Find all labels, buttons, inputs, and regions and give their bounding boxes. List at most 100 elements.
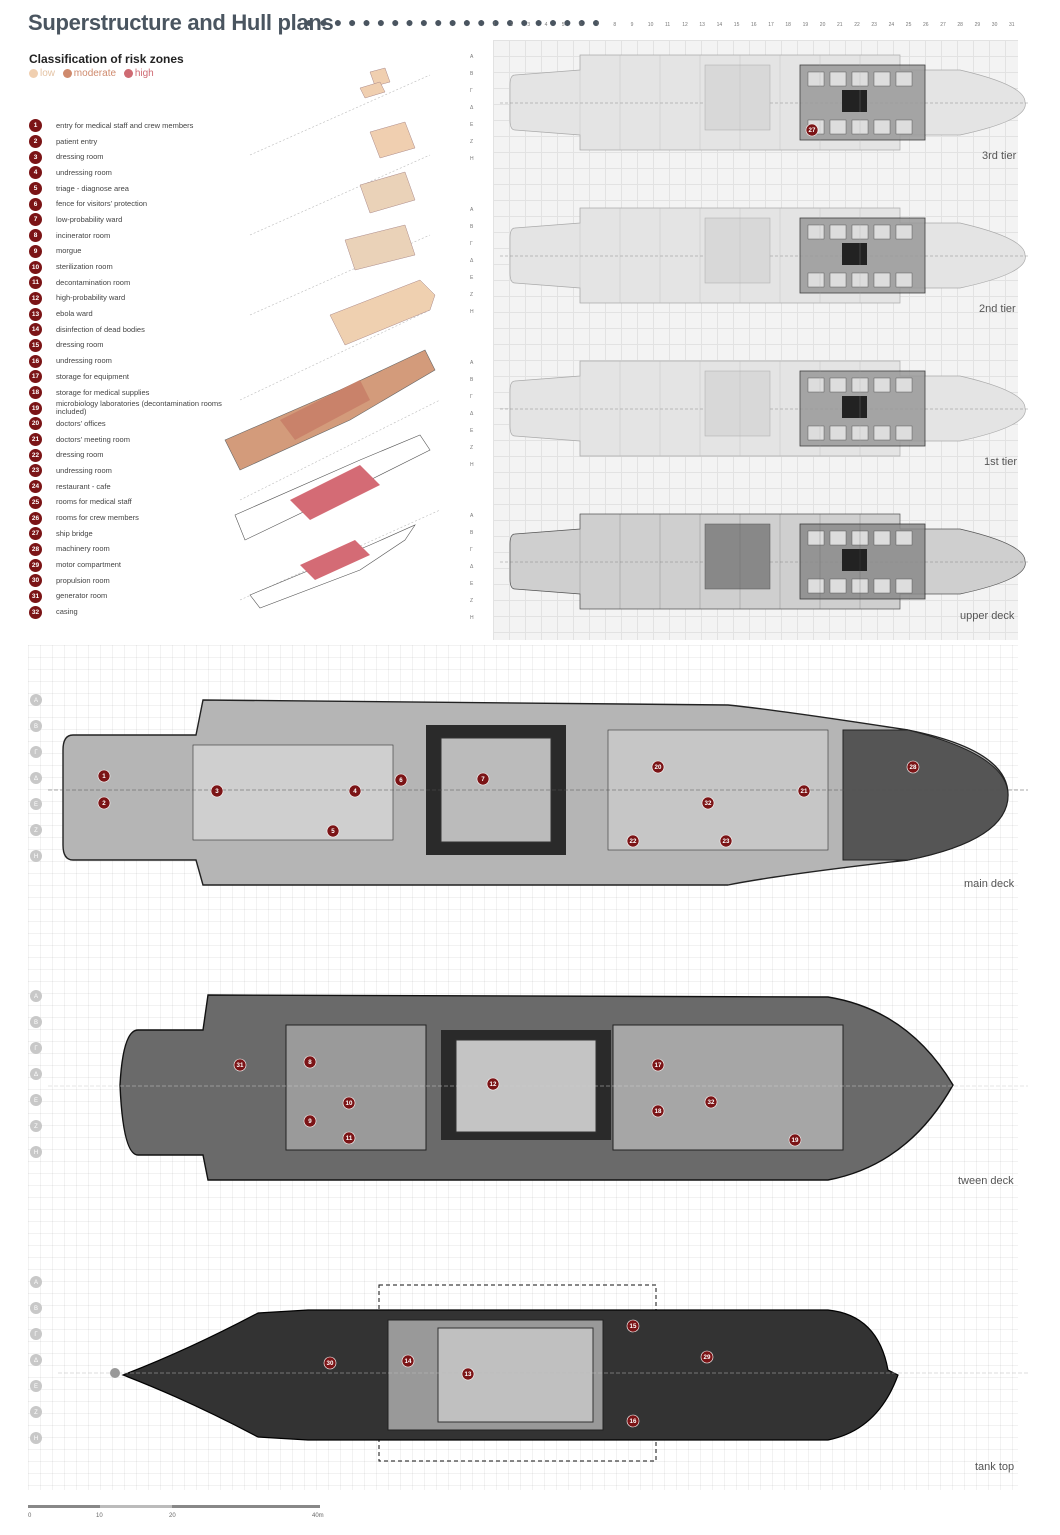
column-number: 12 <box>682 22 688 28</box>
room <box>895 425 913 441</box>
room-tag-number: 15 <box>630 1323 637 1330</box>
room-tag: 31 <box>233 1058 247 1072</box>
risk-low: low <box>29 68 55 79</box>
legend-number-badge: 2 <box>29 135 42 149</box>
legend-number-badge: 30 <box>29 574 42 588</box>
room <box>807 578 825 594</box>
legend-label: storage for equipment <box>56 371 129 381</box>
scale-label-10: 10 <box>96 1513 103 1519</box>
room-tag: 29 <box>700 1350 714 1364</box>
row-letter: E <box>34 1384 38 1390</box>
legend-number-badge: 15 <box>29 338 42 352</box>
stair-core <box>842 549 867 571</box>
room-tag: 14 <box>401 1354 415 1368</box>
legend-number-badge: 29 <box>29 558 42 572</box>
legend-number-badge: 16 <box>29 354 42 368</box>
room-tag-circle <box>700 1350 714 1364</box>
legend-label: entry for medical staff and crew members <box>56 120 194 130</box>
column-number: 8 <box>613 22 617 28</box>
stair-core <box>842 90 867 112</box>
column-number: 23 <box>871 22 877 28</box>
row-letter: Δ <box>470 258 474 264</box>
room-tag: 5 <box>326 824 340 838</box>
label-main-deck: main deck <box>964 878 1015 890</box>
row-letter-circle <box>30 746 42 758</box>
row-letter: Δ <box>470 411 474 417</box>
row-letter-circle <box>30 824 42 836</box>
row-letter: Г <box>34 1332 38 1338</box>
row-letter-badge: Δ <box>30 772 42 784</box>
room <box>829 425 847 441</box>
room-tag-circle <box>788 1133 802 1147</box>
room-tag-circle <box>303 1114 317 1128</box>
column-number: 4 <box>544 22 548 28</box>
room <box>895 530 913 546</box>
column-number: 2 <box>510 22 513 28</box>
legend-number-badge: 12 <box>29 291 42 305</box>
row-letter: H <box>34 854 38 860</box>
room <box>895 377 913 393</box>
row-letter: Г <box>470 241 473 247</box>
scale-label-20: 20 <box>169 1513 176 1519</box>
room-tag-number: 9 <box>308 1118 312 1125</box>
column-number: 13 <box>699 22 705 28</box>
row-letter: E <box>470 275 474 281</box>
row-letter: Z <box>34 1410 38 1416</box>
legend-label: undressing room <box>56 356 112 366</box>
room-tag-circle <box>210 784 224 798</box>
axon-tier3 <box>359 67 391 99</box>
room <box>873 224 891 240</box>
legend-label: casing <box>56 607 78 617</box>
risk-high: high <box>123 68 154 79</box>
row-letter: A <box>470 54 474 60</box>
room-tag-circle <box>97 769 111 783</box>
room-tag-number: 23 <box>723 838 730 845</box>
room-tag: 19 <box>788 1133 802 1147</box>
row-letter: Г <box>470 547 473 553</box>
row-letter-circle <box>30 694 42 706</box>
room-tag: 10 <box>342 1096 356 1110</box>
row-letter: A <box>34 698 38 704</box>
legend-label: sterilization room <box>56 262 113 272</box>
label-2nd-tier: 2nd tier <box>979 303 1016 315</box>
legend-number-badge: 32 <box>29 605 42 619</box>
row-letter: E <box>470 428 474 434</box>
legend-number-badge: 19 <box>29 401 42 415</box>
row-letter: B <box>470 71 474 77</box>
scale-label-0: 0 <box>28 1513 32 1519</box>
row-letter-circle <box>30 850 42 862</box>
label-tween-deck: tween deck <box>958 1175 1014 1187</box>
room-tag-number: 3 <box>215 788 219 795</box>
row-letter-circle <box>30 1120 42 1132</box>
column-number: 6 <box>579 22 582 28</box>
row-letter: H <box>470 462 474 468</box>
central-block <box>704 64 771 131</box>
row-letter: A <box>470 513 474 519</box>
legend-label: dressing room <box>56 152 104 162</box>
row-letter: Г <box>34 1046 38 1052</box>
room-tag-number: 27 <box>809 127 816 134</box>
room-tag-number: 8 <box>308 1059 312 1066</box>
room-tag: 27 <box>805 123 819 137</box>
legend-label: doctors' offices <box>56 418 106 428</box>
room-tag: 18 <box>651 1104 665 1118</box>
row-letter-badge: A <box>30 1276 42 1288</box>
title-dots: ● ● ● ● ● ● ● ● ● ● ● ● ● ● ● ● ● ● ● ● … <box>305 14 602 30</box>
room-tag-circle <box>626 1319 640 1333</box>
room-tag: 20 <box>651 760 665 774</box>
lab-block <box>612 1024 844 1151</box>
legend-label: disinfection of dead bodies <box>56 324 145 334</box>
room-tag: 8 <box>303 1055 317 1069</box>
room-tag-circle <box>651 1058 665 1072</box>
room-tag: 11 <box>342 1131 356 1145</box>
room-tag-number: 17 <box>655 1062 662 1069</box>
